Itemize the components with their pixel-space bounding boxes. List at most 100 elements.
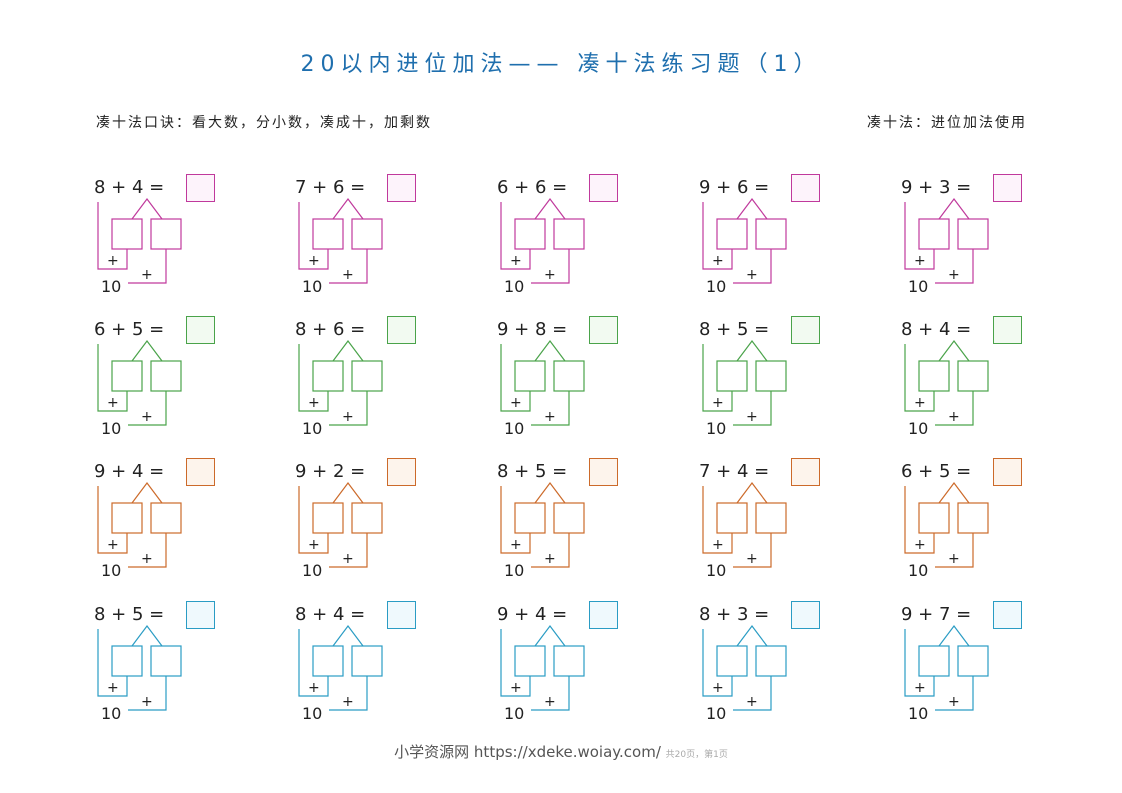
addend-b: 4	[534, 604, 547, 625]
answer-box[interactable]	[993, 316, 1022, 344]
answer-box[interactable]	[186, 174, 215, 202]
addend-a: 8	[497, 461, 509, 482]
sum-lines	[531, 676, 570, 711]
answer-box[interactable]	[387, 316, 416, 344]
small-plus: +	[308, 395, 320, 411]
split-box-left	[918, 218, 950, 250]
problem-item: 8 + 6 =++10	[295, 316, 458, 449]
small-plus: +	[712, 253, 724, 269]
equals-sign: =	[748, 319, 770, 340]
bracket-lines	[702, 202, 733, 270]
answer-box[interactable]	[387, 601, 416, 629]
answer-box[interactable]	[791, 601, 820, 629]
plus-sign: +	[508, 604, 535, 625]
answer-box[interactable]	[993, 458, 1022, 486]
split-box-right	[351, 645, 383, 677]
small-plus: +	[948, 694, 960, 710]
sum-lines	[128, 391, 167, 426]
answer-box[interactable]	[186, 316, 215, 344]
equation: 8 + 3 =	[699, 604, 769, 625]
small-plus: +	[948, 267, 960, 283]
ten-label: 10	[302, 277, 323, 296]
sum-lines	[531, 533, 570, 568]
plus-sign: +	[912, 604, 939, 625]
ten-label: 10	[504, 561, 525, 580]
mnemonic-rule: 凑十法口诀：看大数，分小数，凑成十，加剩数	[96, 115, 432, 131]
problem-item: 9 + 8 =++10	[497, 316, 660, 449]
addend-b: 5	[131, 604, 144, 625]
small-plus: +	[712, 680, 724, 696]
decomposition-diagram	[298, 198, 383, 284]
split-box-right	[957, 360, 989, 392]
addend-b: 5	[736, 319, 749, 340]
small-plus: +	[342, 694, 354, 710]
addend-a: 8	[94, 604, 106, 625]
branch-lines	[332, 340, 364, 362]
small-plus: +	[107, 253, 119, 269]
problem-item: 8 + 4 =++10	[295, 601, 458, 734]
decomposition-diagram	[702, 340, 787, 426]
equation: 9 + 4 =	[497, 604, 567, 625]
branch-lines	[938, 198, 970, 220]
small-plus: +	[342, 267, 354, 283]
plus-sign: +	[306, 177, 333, 198]
footer: 小学资源网 https://xdeke.woiay.com/ 共20页，第1页	[0, 741, 1122, 762]
bracket-lines	[702, 629, 733, 697]
ten-label: 10	[101, 277, 122, 296]
bracket-lines	[97, 486, 128, 554]
bracket-lines	[904, 202, 935, 270]
sum-lines	[128, 249, 167, 284]
decomposition-diagram	[904, 198, 989, 284]
problem-item: 7 + 6 =++10	[295, 174, 458, 307]
problem-item: 6 + 5 =++10	[94, 316, 257, 449]
plus-sign: +	[508, 319, 535, 340]
answer-box[interactable]	[186, 458, 215, 486]
answer-box[interactable]	[387, 458, 416, 486]
sum-lines	[128, 676, 167, 711]
answer-box[interactable]	[387, 174, 416, 202]
answer-box[interactable]	[589, 174, 618, 202]
sum-lines	[329, 249, 368, 284]
answer-box[interactable]	[186, 601, 215, 629]
answer-box[interactable]	[791, 458, 820, 486]
sum-lines	[128, 533, 167, 568]
plus-sign: +	[710, 177, 737, 198]
addend-b: 5	[131, 319, 144, 340]
split-box-right	[553, 360, 585, 392]
addend-b: 6	[736, 177, 749, 198]
answer-box[interactable]	[993, 174, 1022, 202]
addend-b: 5	[534, 461, 547, 482]
answer-box[interactable]	[791, 316, 820, 344]
addend-b: 8	[534, 319, 547, 340]
plus-sign: +	[710, 604, 737, 625]
plus-sign: +	[912, 177, 939, 198]
addend-a: 9	[901, 177, 913, 198]
addend-a: 8	[295, 319, 307, 340]
plus-sign: +	[912, 461, 939, 482]
answer-box[interactable]	[589, 601, 618, 629]
branch-lines	[938, 625, 970, 647]
split-box-left	[312, 502, 344, 534]
plus-sign: +	[306, 461, 333, 482]
branch-lines	[534, 198, 566, 220]
decomposition-diagram	[97, 340, 182, 426]
split-box-left	[312, 218, 344, 250]
answer-box[interactable]	[791, 174, 820, 202]
decomposition-diagram	[702, 482, 787, 568]
answer-box[interactable]	[589, 458, 618, 486]
footer-site[interactable]: 小学资源网 https://xdeke.woiay.com/	[394, 743, 661, 761]
split-box-left	[111, 218, 143, 250]
bracket-lines	[500, 486, 531, 554]
plus-sign: +	[105, 461, 132, 482]
addend-b: 4	[736, 461, 749, 482]
answer-box[interactable]	[993, 601, 1022, 629]
equals-sign: =	[143, 177, 165, 198]
small-plus: +	[308, 537, 320, 553]
branch-lines	[534, 482, 566, 504]
small-plus: +	[746, 551, 758, 567]
branch-lines	[736, 482, 768, 504]
answer-box[interactable]	[589, 316, 618, 344]
decomposition-diagram	[97, 625, 182, 711]
plus-sign: +	[710, 319, 737, 340]
